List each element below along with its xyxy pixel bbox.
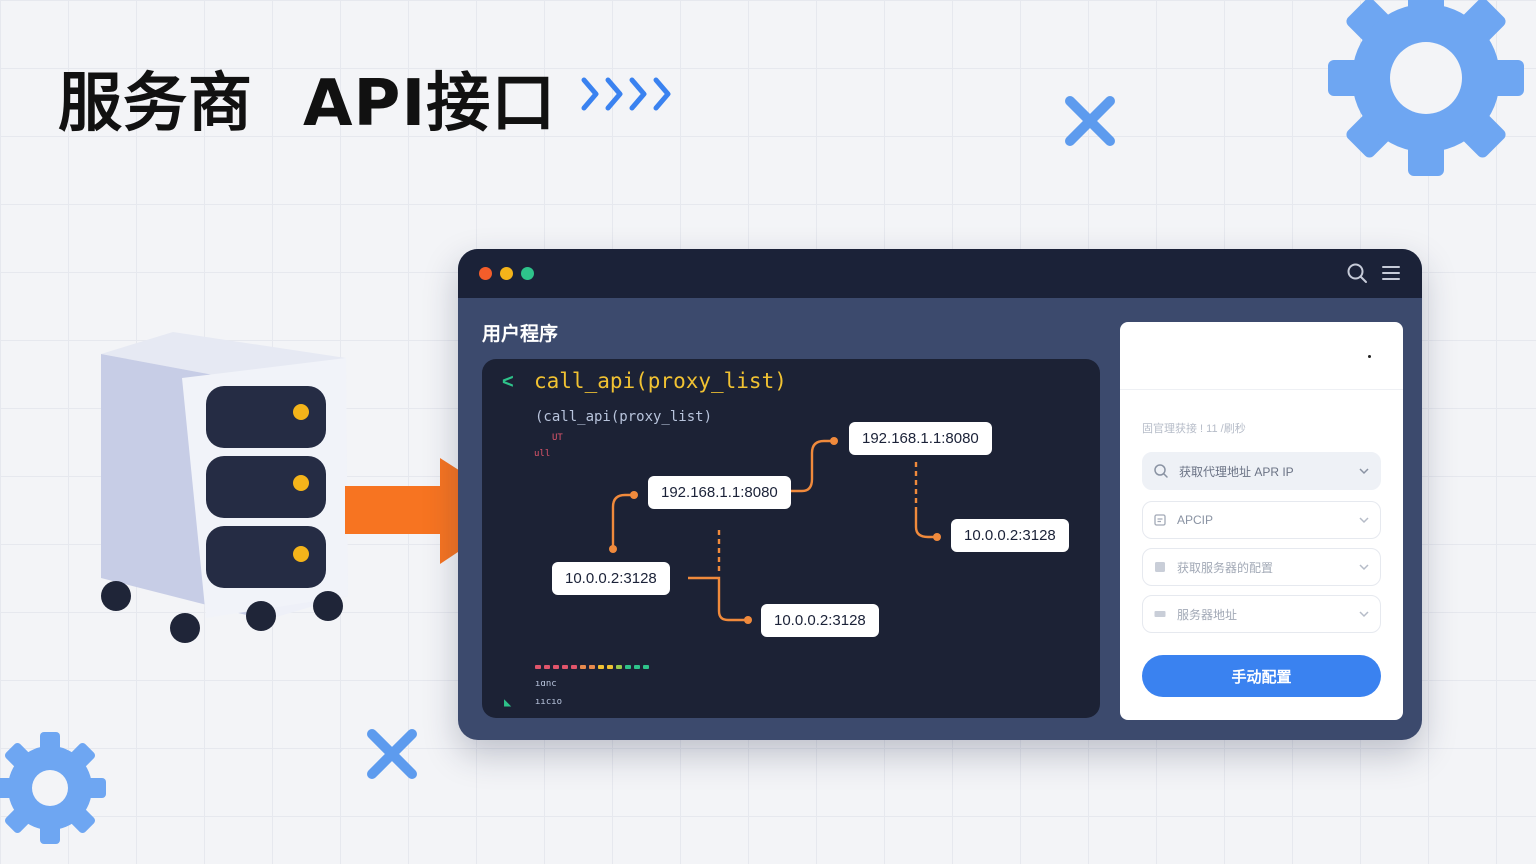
chevron-down-icon	[1359, 517, 1369, 524]
window-close-button[interactable]	[479, 267, 492, 280]
gear-icon	[1328, 0, 1524, 176]
address-node: 10.0.0.2:3128	[951, 519, 1069, 552]
server-address-select[interactable]: 服务器地址	[1142, 595, 1381, 633]
search-icon[interactable]	[1346, 262, 1368, 284]
gear-icon	[0, 732, 106, 844]
window-maximize-button[interactable]	[521, 267, 534, 280]
chevron-down-icon	[1359, 564, 1369, 571]
back-chevron-icon[interactable]: <	[502, 371, 514, 393]
address-node: 192.168.1.1:8080	[648, 476, 791, 509]
window-titlebar	[458, 249, 1422, 298]
doc-icon	[1155, 562, 1165, 572]
user-program-title: 用户程序	[482, 323, 559, 345]
server-config-select[interactable]: 获取服务器的配置	[1142, 548, 1381, 586]
address-node: 192.168.1.1:8080	[849, 422, 992, 455]
window-minimize-button[interactable]	[500, 267, 513, 280]
log-indicator	[535, 665, 649, 669]
card-header-dot	[1368, 355, 1371, 358]
app-window: 用户程序 < call_api(proxy_list) (call_api(pr…	[458, 249, 1422, 740]
manual-config-button[interactable]: 手动配置	[1142, 655, 1381, 697]
settings-hint: 固官理获接 ! 11 /刷秒	[1142, 423, 1246, 435]
field-label: APCIP	[1177, 513, 1214, 527]
chevron-down-icon	[1359, 611, 1369, 618]
chevrons-right-icon	[581, 77, 671, 111]
code-tiny-2: ull	[534, 449, 551, 459]
field-label: 服务器地址	[1177, 607, 1238, 622]
x-icon	[367, 729, 417, 779]
address-node: 10.0.0.2:3128	[761, 604, 879, 637]
x-icon	[1065, 96, 1115, 146]
chevron-down-icon	[1359, 468, 1369, 475]
menu-icon[interactable]	[1380, 262, 1402, 284]
search-icon	[1154, 464, 1168, 478]
field-label: 获取服务器的配置	[1177, 560, 1274, 575]
terminal-icon: ◣	[504, 695, 512, 709]
code-sub-line: (call_api(proxy_list)	[535, 409, 713, 425]
card-icon	[1154, 611, 1166, 617]
doc-icon	[1154, 514, 1166, 526]
code-main-line: call_api(proxy_list)	[534, 369, 787, 393]
apc-ip-select[interactable]: APCIP	[1142, 501, 1381, 539]
field-label: 获取代理地址 APR IP	[1179, 464, 1294, 479]
server-illustration	[101, 332, 348, 643]
title-part2: API接口	[303, 67, 557, 141]
connection-lines	[609, 437, 941, 624]
code-tiny-4: ııcıo	[535, 697, 563, 707]
address-node: 10.0.0.2:3128	[552, 562, 670, 595]
code-tiny-3: ıɑnc	[535, 679, 557, 689]
title-part1: 服务商	[58, 67, 253, 141]
code-tiny-1: UT	[552, 433, 563, 443]
page-title: 服务商 API接口	[58, 52, 556, 144]
settings-card: 固官理获接 ! 11 /刷秒 获取代理地址 APR IP APCIP	[1120, 322, 1403, 720]
code-panel: < call_api(proxy_list) (call_api(proxy_l…	[482, 359, 1100, 718]
card-header	[1120, 322, 1403, 390]
proxy-ip-select[interactable]: 获取代理地址 APR IP	[1142, 452, 1381, 490]
